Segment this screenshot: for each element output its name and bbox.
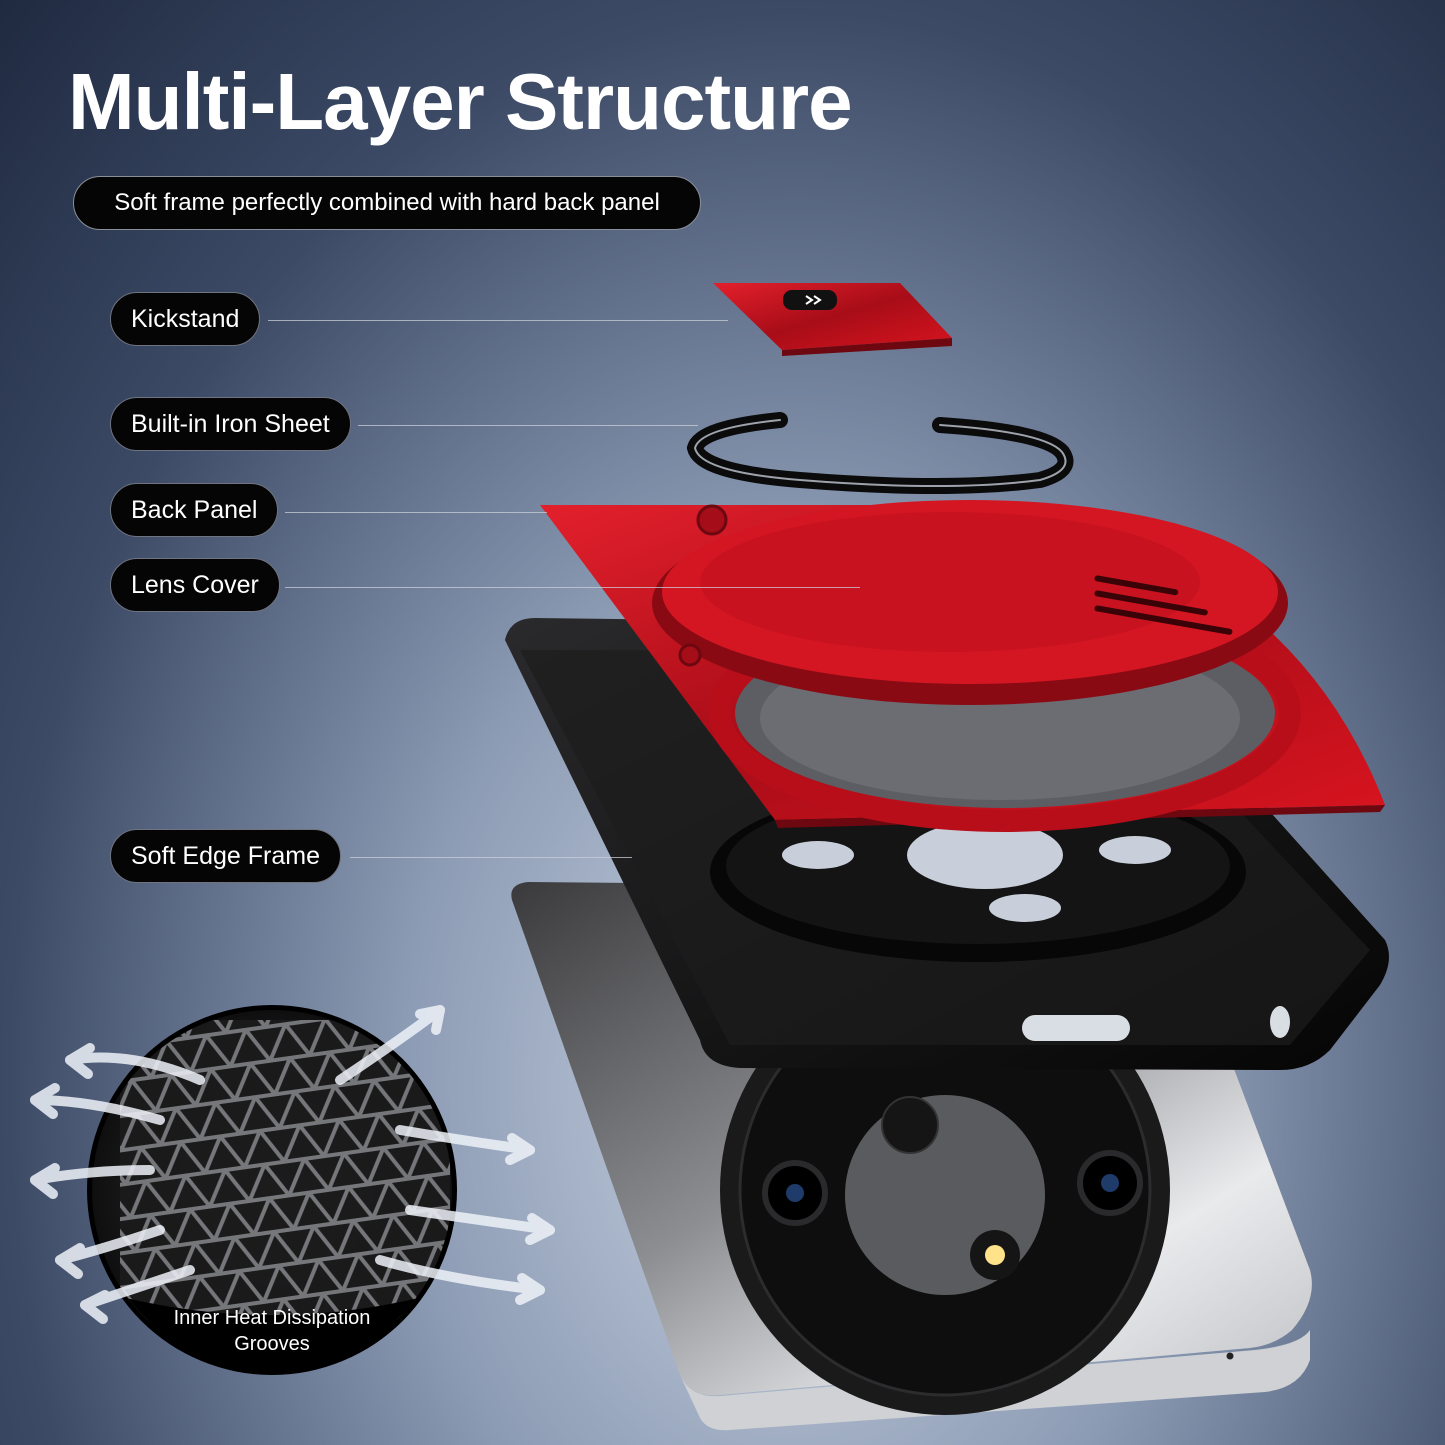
label-lens-cover: Lens Cover [110,558,280,612]
leader-line-back-panel [285,512,547,513]
label-kickstand: Kickstand [110,292,261,346]
iron-sheet-ring [686,412,1074,494]
inset-caption-line1: Inner Heat Dissipation [173,1307,371,1329]
inset-caption-line2: Grooves [234,1333,310,1355]
page-title: Multi-Layer Structure [68,57,853,146]
heat-dissipation-inset [30,1005,555,1375]
label-soft-edge-frame: Soft Edge Frame [110,829,341,883]
leader-line-kickstand [268,320,728,321]
label-iron-sheet: Built-in Iron Sheet [110,397,351,451]
kickstand [713,283,952,356]
leader-line-iron-sheet [358,425,698,426]
leader-line-soft-edge-frame [350,857,632,858]
leader-line-lens-cover [285,587,860,588]
label-back-panel: Back Panel [110,483,279,537]
subtitle-pill: Soft frame perfectly combined with hard … [73,176,701,230]
inset-caption: Inner Heat Dissipation Grooves [150,1305,394,1357]
airflow-arrows [30,1005,555,1324]
red-back-panel [540,500,1385,832]
